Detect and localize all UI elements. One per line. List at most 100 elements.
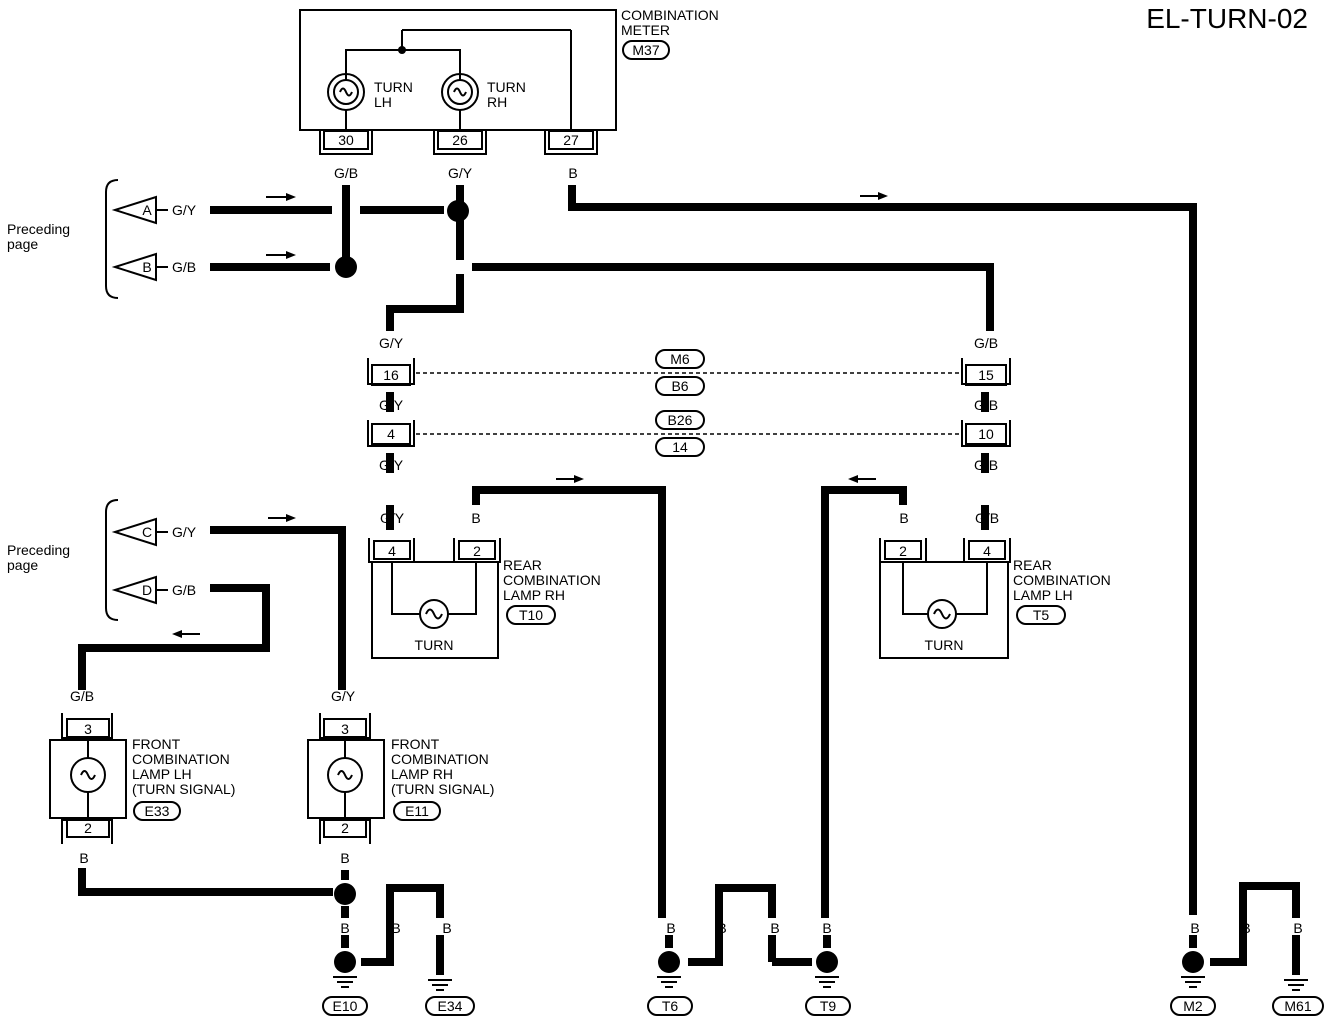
turn-lh-bulb-icon (327, 73, 365, 111)
connector-lower-right-pin: 10 (978, 426, 994, 442)
ground-e10: E10 (322, 951, 368, 1016)
turn-rh-bulb-icon (441, 73, 479, 111)
right-color-3: G/B (974, 457, 998, 473)
ground-m61: M61 (1272, 979, 1324, 1016)
meter-code: M37 (632, 42, 659, 58)
ground-t9: T9 (805, 951, 851, 1016)
right-color-2: G/B (974, 397, 998, 413)
front-lh-pin-3: 3 (84, 721, 92, 737)
front-rh-name-1: FRONT (391, 736, 440, 752)
connector-c-color: G/Y (172, 524, 197, 540)
connector-links: M6 B6 B26 14 (416, 349, 960, 457)
connector-a-id: A (142, 202, 152, 218)
turn-rh-label-2: RH (487, 94, 507, 110)
connector-upper-right-pin: 15 (978, 367, 994, 383)
wire-color-pin27: B (568, 165, 577, 181)
front-rh-pin-2: 2 (341, 820, 349, 836)
connector-b-color: G/B (172, 259, 196, 275)
ground-wire-label: B (442, 920, 451, 936)
ground-t6: T6 (647, 951, 693, 1016)
meter-name-1: COMBINATION (621, 7, 719, 23)
front-combination-lamp-lh: G/B 3 2 B FRONT COMBINATION LAMP LH (TUR… (49, 688, 235, 866)
ground-m2-code: M2 (1183, 998, 1203, 1014)
rear-rh-code: T10 (519, 607, 543, 623)
flow-arrows (172, 192, 888, 638)
left-color-1: G/Y (379, 335, 404, 351)
front-rh-bulb-icon (327, 757, 363, 793)
meter-pin-connectors: 30 26 27 (319, 130, 598, 155)
preceding-label-3: Preceding (7, 542, 70, 558)
ground-m2: M2 (1170, 951, 1216, 1016)
connector-d-id: D (142, 582, 152, 598)
ground-icon (1181, 976, 1205, 988)
right-color-1: G/B (974, 335, 998, 351)
rear-lh-name-2: COMBINATION (1013, 572, 1111, 588)
ground-wire-label: B (1241, 920, 1250, 936)
arrow-left-icon (172, 630, 200, 638)
left-color-4: G/Y (380, 510, 405, 526)
rear-rh-bulb-icon (419, 599, 449, 629)
splice-points (334, 200, 469, 905)
preceding-label-4: page (7, 557, 38, 573)
wire-color-pin26: G/Y (448, 165, 473, 181)
rear-combination-lamp-lh: B 2 4 TURN REAR COMBINATION LAMP LH T5 (879, 510, 1111, 659)
turn-rh-label-1: TURN (487, 79, 526, 95)
arrow-right-icon (266, 251, 296, 259)
rear-rh-bulb-label: TURN (415, 637, 454, 653)
connector-upper-left-pin: 16 (383, 367, 399, 383)
turn-lh-label-2: LH (374, 94, 392, 110)
preceding-label-1: Preceding (7, 221, 70, 237)
front-lh-name-2: COMBINATION (132, 751, 230, 767)
meter-name-2: METER (621, 22, 670, 38)
rear-rh-name-1: REAR (503, 557, 542, 573)
connector-lower-code-bottom: 14 (672, 439, 688, 455)
rear-rh-pin-4: 4 (388, 543, 396, 559)
rear-lh-pin-2: 2 (899, 543, 907, 559)
wire-color-pin30: G/B (334, 165, 358, 181)
ground-wire-label: B (666, 920, 675, 936)
arrow-left-icon (848, 475, 876, 483)
connector-d-color: G/B (172, 582, 196, 598)
meter-pin-30: 30 (338, 132, 354, 148)
front-rh-name-3: LAMP RH (391, 766, 453, 782)
turn-lh-label-1: TURN (374, 79, 413, 95)
connector-upper-code-bottom: B6 (671, 378, 688, 394)
ground-icon (333, 976, 357, 988)
diagram-title: EL-TURN-02 (1146, 3, 1308, 34)
ground-wire-label: B (822, 920, 831, 936)
arrow-right-icon (860, 192, 888, 200)
rear-rh-wire-b: B (471, 510, 480, 526)
connector-upper-code-top: M6 (670, 351, 690, 367)
ground-e34-code: E34 (438, 998, 463, 1014)
rear-lh-name-1: REAR (1013, 557, 1052, 573)
connector-a-color: G/Y (172, 202, 197, 218)
preceding-page-bottom: Preceding page C G/Y D G/B (7, 499, 197, 621)
short-wire-segments (341, 870, 1300, 975)
left-color-3: G/Y (379, 457, 404, 473)
ground-icon (428, 979, 452, 991)
rear-rh-pin-2: 2 (473, 543, 481, 559)
thick-wires (78, 185, 1300, 966)
front-combination-lamp-rh: G/Y 3 2 B FRONT COMBINATION LAMP RH (TUR… (307, 688, 494, 866)
connector-c-id: C (142, 524, 152, 540)
ground-m61-code: M61 (1284, 998, 1311, 1014)
right-color-4: G/B (975, 510, 999, 526)
rear-rh-name-3: LAMP RH (503, 587, 565, 603)
rear-lh-pin-4: 4 (983, 543, 991, 559)
front-lh-wire-in: G/B (70, 688, 94, 704)
meter-pin-26: 26 (452, 132, 468, 148)
front-lh-code: E33 (145, 803, 170, 819)
left-color-2: G/Y (379, 397, 404, 413)
ground-e34: E34 (425, 979, 475, 1016)
front-rh-wire-in: G/Y (331, 688, 356, 704)
ground-t6-code: T6 (662, 998, 679, 1014)
ground-wire-label: B (770, 920, 779, 936)
preceding-label-2: page (7, 236, 38, 252)
arrow-right-icon (266, 193, 296, 201)
rear-lh-bulb-icon (927, 599, 957, 629)
ground-wire-label: B (1190, 920, 1199, 936)
ground-e10-code: E10 (333, 998, 358, 1014)
rear-lh-wire-b: B (899, 510, 908, 526)
ground-icon (815, 976, 839, 988)
